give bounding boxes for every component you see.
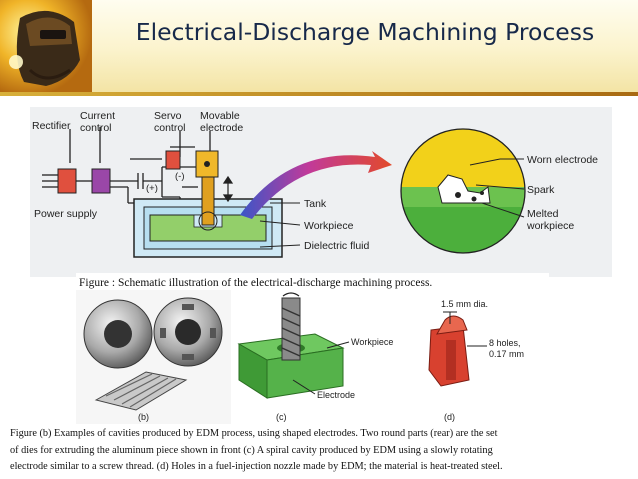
label-melted-1: Melted — [527, 208, 559, 220]
label-dia: 1.5 mm dia. — [441, 299, 488, 309]
label-photo-workpiece: Workpiece — [351, 337, 393, 347]
extrusion-dies-image — [83, 297, 223, 411]
label-plus: (+) — [146, 183, 158, 194]
label-holes-1: 8 holes, — [489, 338, 521, 348]
header-band — [0, 0, 638, 92]
examples-caption: Figure (b) Examples of cavities produced… — [10, 426, 630, 476]
schematic-caption: Figure : Schematic illustration of the e… — [76, 273, 549, 293]
label-photo-electrode: Electrode — [317, 390, 355, 400]
label-servo-control-2: control — [154, 122, 186, 134]
edm-schematic-diagram: Rectifier Current control Servo control … — [32, 110, 598, 258]
edm-schematic-figure: Rectifier Current control Servo control … — [30, 107, 612, 277]
label-holes-2: 0.17 mm — [489, 349, 524, 359]
label-d: (d) — [444, 412, 455, 422]
rotation-arrow-icon — [282, 292, 300, 297]
label-tank: Tank — [304, 198, 327, 210]
label-worn-electrode: Worn electrode — [527, 154, 598, 166]
magnify-arrow-icon — [240, 151, 392, 219]
label-b: (b) — [138, 412, 149, 422]
label-minus: (-) — [175, 171, 185, 182]
label-spark: Spark — [527, 184, 555, 196]
welder-logo-icon — [0, 0, 92, 92]
label-c: (c) — [276, 412, 287, 422]
examples-caption-line-3: electrode similar to a screw thread. (d)… — [10, 461, 503, 472]
label-movable-electrode-1: Movable — [200, 110, 240, 122]
magnified-gap-detail — [400, 128, 526, 254]
label-workpiece: Workpiece — [304, 220, 354, 232]
label-power-supply: Power supply — [34, 208, 98, 220]
label-current-control-1: Current — [80, 110, 115, 122]
page-title: Electrical-Discharge Machining Process — [135, 18, 595, 46]
edm-examples-figure: Workpiece Electrode 1.5 mm dia. 8 holes,… — [76, 290, 526, 424]
label-rectifier: Rectifier — [32, 120, 71, 132]
spiral-cavity-and-nozzle-images: Workpiece Electrode 1.5 mm dia. 8 holes,… — [237, 292, 524, 400]
label-servo-control-1: Servo — [154, 110, 182, 122]
label-current-control-2: control — [80, 122, 112, 134]
photo-extrusion-dies — [76, 290, 231, 424]
header-accent-rule — [0, 92, 638, 96]
examples-caption-line-1: Figure (b) Examples of cavities produced… — [10, 428, 498, 439]
label-melted-2: workpiece — [526, 220, 574, 232]
label-dielectric-fluid: Dielectric fluid — [304, 240, 370, 252]
label-movable-electrode-2: electrode — [200, 122, 243, 134]
examples-caption-line-2: of dies for extruding the aluminum piece… — [10, 444, 493, 456]
